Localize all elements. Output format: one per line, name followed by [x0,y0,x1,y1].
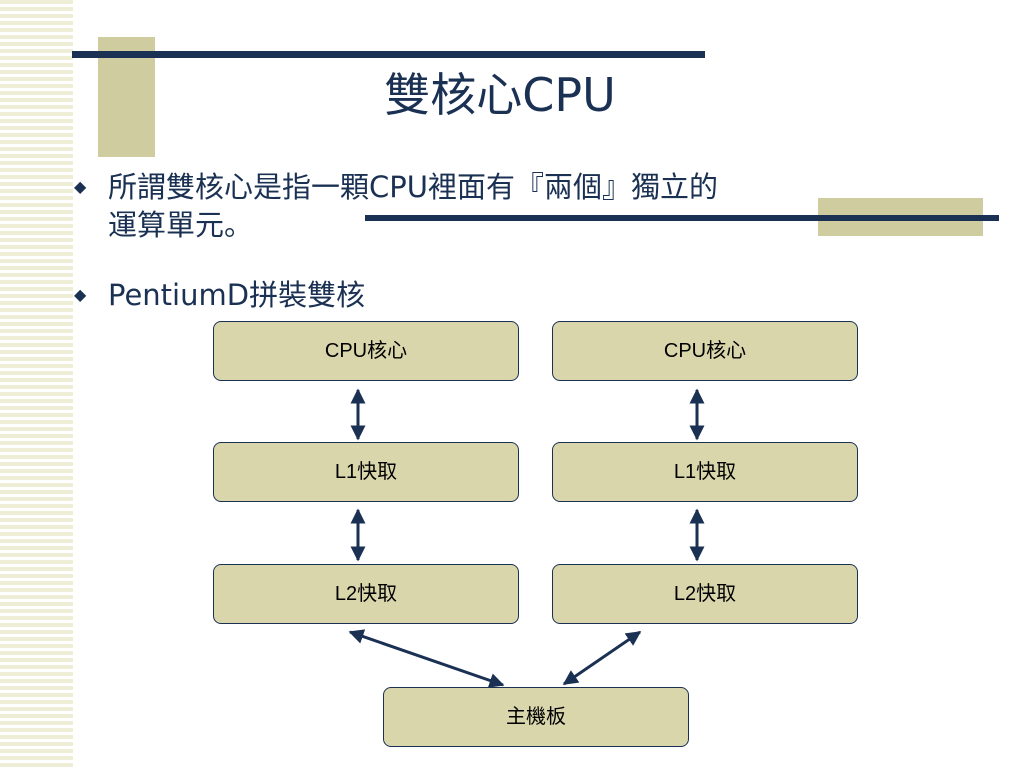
right-l2-cache-box: L2快取 [552,564,858,624]
title-rule [72,51,705,58]
arrow-left-l2-board [348,629,505,688]
bullet-text-1: 所謂雙核心是指一顆CPU裡面有『兩個』獨立的 運算單元。 [108,168,968,244]
right-cpu-core-box: CPU核心 [552,321,858,381]
bullet-text-2: PentiumD拼裝雙核 [108,278,366,312]
bullet-1-line-2: 運算單元。 [108,208,254,242]
bullet-1-line-1: 所謂雙核心是指一顆CPU裡面有『兩個』獨立的 [108,170,718,204]
left-cpu-core-box: CPU核心 [213,321,519,381]
diamond-bullet-icon: ◆ [74,285,87,304]
slide-title: 雙核心CPU [384,68,616,122]
striped-margin [0,0,73,768]
right-l1-cache-box: L1快取 [552,442,858,502]
left-l2-cache-box: L2快取 [213,564,519,624]
arrow-right-l2-board [562,630,642,686]
motherboard-box: 主機板 [383,687,689,747]
diamond-bullet-icon: ◆ [74,177,87,196]
left-l1-cache-box: L1快取 [213,442,519,502]
mid-rule [365,215,999,221]
